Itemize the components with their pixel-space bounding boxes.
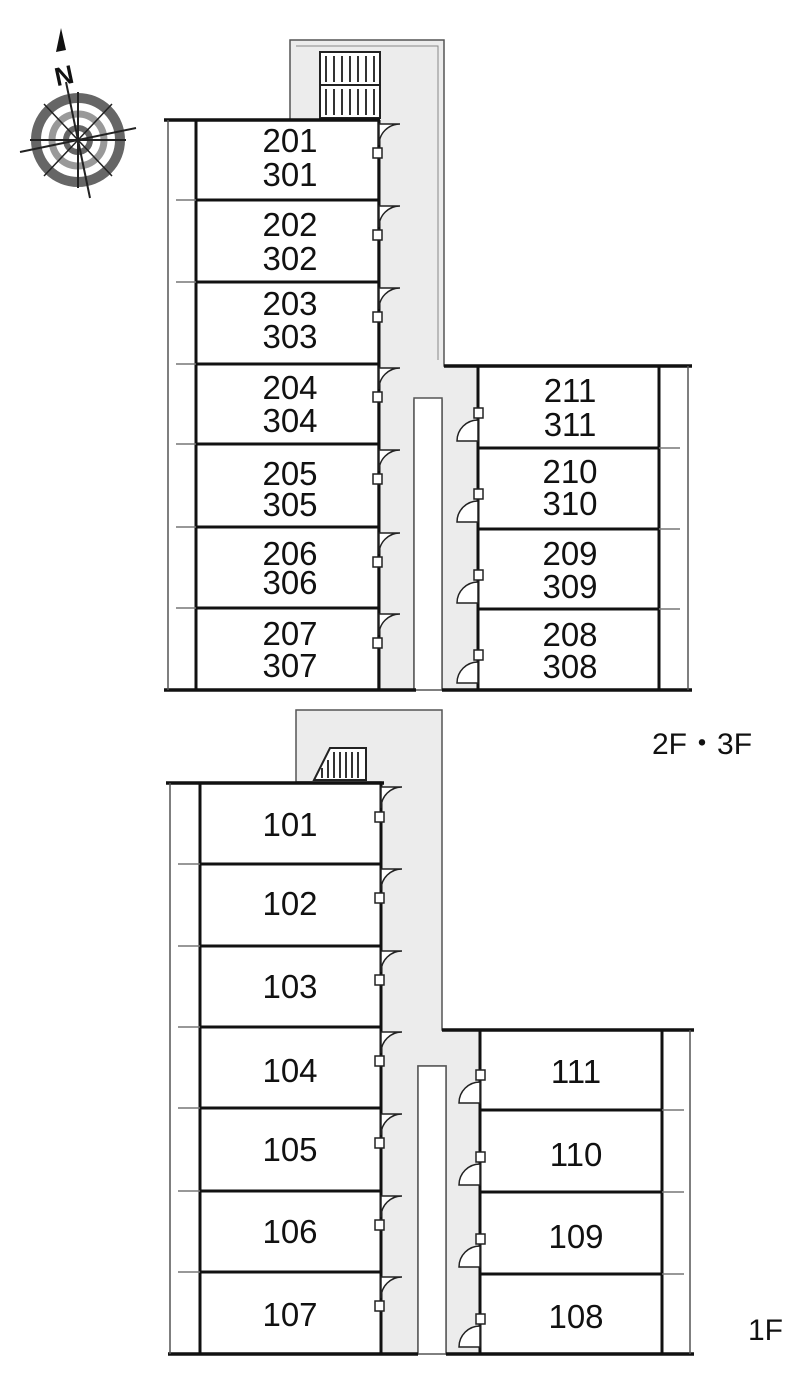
upper-left-doors	[372, 123, 401, 649]
room-110-label: 110	[550, 1136, 603, 1173]
room-306-label: 306	[262, 564, 317, 601]
room-305-label: 305	[262, 486, 317, 523]
room-211-label: 211	[544, 372, 597, 409]
lower-right-room-labels: 111 110 109 108	[548, 1053, 603, 1335]
room-304-label: 304	[262, 402, 317, 439]
room-107-label: 107	[262, 1296, 317, 1333]
lower-right-doors	[458, 1069, 486, 1348]
room-205-label: 205	[262, 455, 317, 492]
room-111-label: 111	[551, 1053, 601, 1090]
room-309-label: 309	[542, 568, 597, 605]
room-209-label: 209	[542, 535, 597, 572]
upper-left-room-labels: 201 301 202 302 203 303 204 304 205 305 …	[262, 122, 317, 684]
lower-floor-plan: 101 102 103 104 105 106 107 111 110 109 …	[166, 709, 783, 1356]
room-108-label: 108	[548, 1298, 603, 1335]
room-311-label: 311	[544, 406, 597, 443]
room-202-label: 202	[262, 206, 317, 243]
upper-stairs	[319, 51, 381, 119]
room-210-label: 210	[542, 453, 597, 490]
room-109-label: 109	[548, 1218, 603, 1255]
room-310-label: 310	[542, 485, 597, 522]
lower-stairs	[312, 747, 367, 781]
room-208-label: 208	[542, 616, 597, 653]
upper-floor-plan: 201 301 202 302 203 303 204 304 205 305 …	[164, 39, 752, 761]
room-105-label: 105	[262, 1131, 317, 1168]
room-302-label: 302	[262, 240, 317, 277]
upper-floor-label: 2F・3F	[652, 728, 752, 761]
room-201-label: 201	[262, 122, 317, 159]
room-303-label: 303	[262, 318, 317, 355]
north-label: N	[52, 59, 77, 92]
room-206-label: 206	[262, 535, 317, 572]
lower-left-doors	[374, 786, 403, 1312]
lower-left-room-labels: 101 102 103 104 105 106 107	[262, 806, 317, 1333]
room-106-label: 106	[262, 1213, 317, 1250]
room-204-label: 204	[262, 369, 317, 406]
room-103-label: 103	[262, 968, 317, 1005]
room-203-label: 203	[262, 285, 317, 322]
room-307-label: 307	[262, 647, 317, 684]
room-104-label: 104	[262, 1052, 317, 1089]
room-207-label: 207	[262, 615, 317, 652]
upper-right-room-labels: 211 311 210 310 209 309 208 308	[542, 372, 597, 685]
room-301-label: 301	[262, 156, 317, 193]
room-101-label: 101	[262, 806, 317, 843]
lower-floor-label: 1F	[748, 1314, 783, 1347]
compass-rose-icon: N	[19, 28, 137, 199]
upper-right-doors	[456, 407, 484, 684]
room-308-label: 308	[542, 648, 597, 685]
room-102-label: 102	[262, 885, 317, 922]
